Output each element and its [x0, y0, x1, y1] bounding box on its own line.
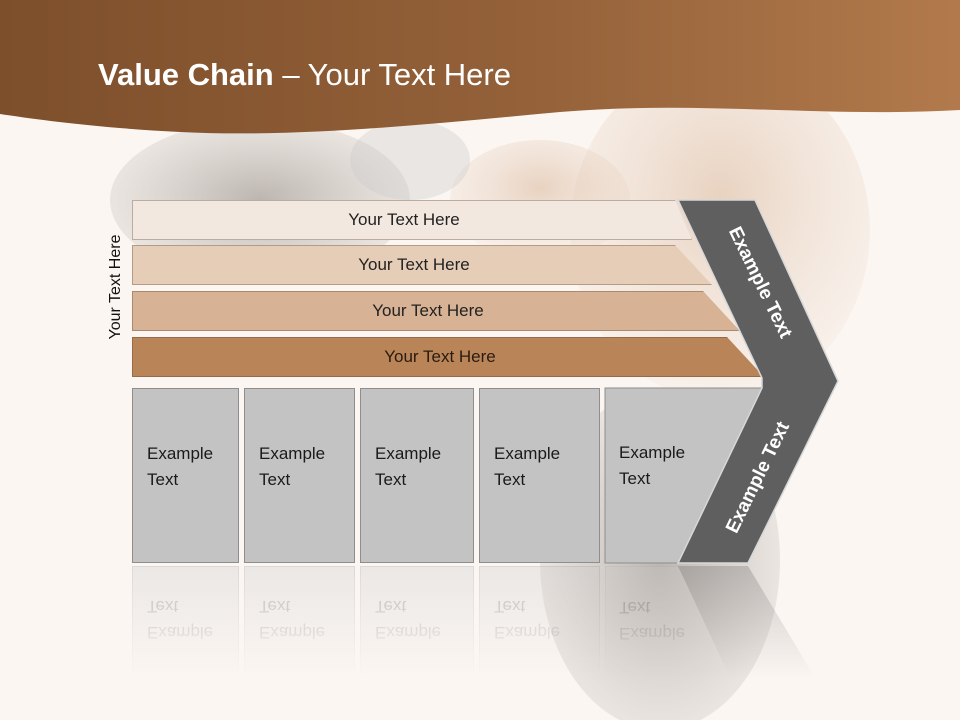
box-2-line2: Text: [259, 470, 291, 489]
bar-3-label: Your Text Here: [372, 301, 484, 320]
box-3-line2: Text: [375, 470, 407, 489]
bar-2-label: Your Text Here: [358, 255, 470, 274]
box-4-line1: Example: [494, 444, 561, 463]
box-5-line1: Example: [619, 443, 686, 462]
title-rest: – Your Text Here: [273, 57, 511, 92]
title-bold: Value Chain: [98, 57, 274, 92]
bar-1: Your Text Here: [132, 200, 692, 240]
box-5-reflection: Example Text: [605, 566, 840, 716]
box-2-reflection-line2: Text: [259, 597, 291, 616]
box-4-reflection-line2: Text: [494, 597, 526, 616]
page-title: Value Chain – Your Text Here: [98, 53, 511, 97]
box-2-line1: Example: [259, 444, 326, 463]
box-2-reflection-line1: Example: [259, 623, 326, 642]
bar-2: Your Text Here: [132, 245, 712, 285]
box-2-reflection: Example Text: [244, 566, 355, 716]
bar-4: Your Text Here: [132, 337, 764, 377]
box-5-line2: Text: [619, 469, 651, 488]
box-1-line1: Example: [147, 444, 214, 463]
box-3-line1: Example: [375, 444, 442, 463]
box-4-reflection-line1: Example: [494, 623, 561, 642]
bar-4-label: Your Text Here: [384, 347, 496, 366]
box-1-reflection-line2: Text: [147, 597, 179, 616]
side-label-text: Your Text Here: [107, 234, 124, 340]
box-3-reflection-line1: Example: [375, 623, 442, 642]
box-1-reflection-line1: Example: [147, 623, 214, 642]
box-5-reflection-line1: Example: [619, 624, 686, 643]
bar-3: Your Text Here: [132, 291, 740, 331]
box-1-line2: Text: [147, 470, 179, 489]
box-3-reflection: Example Text: [360, 566, 474, 716]
box-1-reflection: Example Text: [132, 566, 239, 716]
bar-1-label: Your Text Here: [348, 210, 460, 229]
header-band: [0, 0, 960, 134]
box-3-reflection-line2: Text: [375, 597, 407, 616]
box-5-reflection-line2: Text: [619, 598, 651, 617]
box-4-reflection: Example Text: [479, 566, 600, 716]
box-4-line2: Text: [494, 470, 526, 489]
